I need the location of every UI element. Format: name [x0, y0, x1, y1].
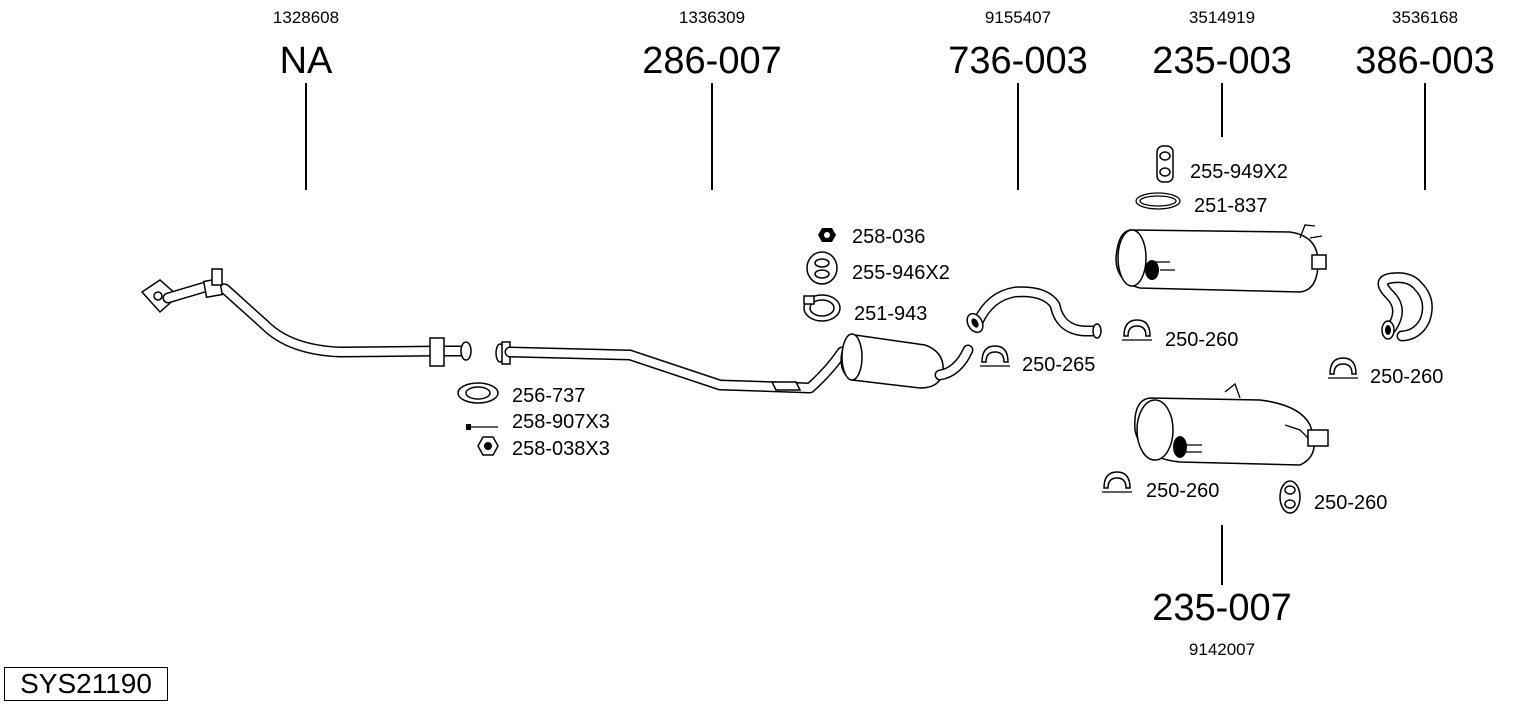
u-clamp-icon [980, 345, 1010, 367]
rubber-hanger-icon [1156, 145, 1174, 183]
rear-silencer-lower-drawing [1134, 382, 1329, 466]
u-clamp-icon [1102, 471, 1132, 493]
accessory-label-clamp: 251-943 [854, 303, 927, 325]
front-pipe-drawing [140, 268, 472, 367]
part-code-front-pipe: NA [280, 40, 333, 82]
gasket-icon [457, 382, 499, 404]
oe-number-end-pipe: 3536168 [1392, 8, 1458, 27]
end-pipe-drawing [1377, 272, 1433, 342]
accessory-label-u-clamp-end: 250-260 [1370, 366, 1443, 388]
oe-number-rear-silencer-upper: 3514919 [1189, 8, 1255, 27]
accessory-label-u-clamp-lower: 250-260 [1146, 480, 1219, 502]
middle-pipe-drawing [495, 333, 974, 394]
oe-number-tail-pipe: 9155407 [985, 8, 1051, 27]
rubber-hanger-icon [1279, 480, 1301, 514]
accessory-label-rubber-hanger-lower: 250-260 [1314, 492, 1387, 514]
u-clamp-icon [1122, 319, 1152, 341]
accessory-label-rubber-mount: 255-946X2 [852, 262, 950, 284]
rubber-mount-icon [806, 251, 838, 285]
flange-nut-icon [818, 228, 836, 242]
u-clamp-icon [1328, 357, 1358, 379]
part-code-rear-silencer-lower: 235-007 [1152, 587, 1291, 629]
part-code-rear-silencer-upper: 235-003 [1152, 40, 1291, 82]
accessory-label-bolt: 258-907X3 [512, 411, 610, 433]
accessory-label-gasket: 256-737 [512, 385, 585, 407]
oe-number-front-pipe: 1328608 [273, 8, 339, 27]
accessory-label-flange-nut: 258-036 [852, 226, 925, 248]
accessory-label-rubber-hanger-upper: 255-949X2 [1190, 161, 1288, 183]
bolt-icon [466, 424, 498, 430]
system-code-label: SYS21190 [4, 667, 168, 701]
accessory-label-u-clamp-upper: 250-260 [1165, 329, 1238, 351]
part-code-end-pipe: 386-003 [1355, 40, 1494, 82]
nut-icon [477, 436, 499, 456]
part-code-tail-pipe: 736-003 [948, 40, 1087, 82]
rear-silencer-upper-drawing [1115, 224, 1327, 293]
accessory-label-seal-ring: 251-837 [1194, 195, 1267, 217]
oe-number-middle-pipe: 1336309 [679, 8, 745, 27]
accessory-label-u-clamp-tail: 250-265 [1022, 354, 1095, 376]
accessory-label-nut: 258-038X3 [512, 438, 610, 460]
clamp-icon [803, 294, 841, 322]
seal-ring-icon [1135, 192, 1181, 210]
oe-number-rear-silencer-lower: 9142007 [1189, 640, 1255, 659]
part-code-middle-pipe: 286-007 [642, 40, 781, 82]
tail-pipe-drawing [966, 286, 1102, 339]
